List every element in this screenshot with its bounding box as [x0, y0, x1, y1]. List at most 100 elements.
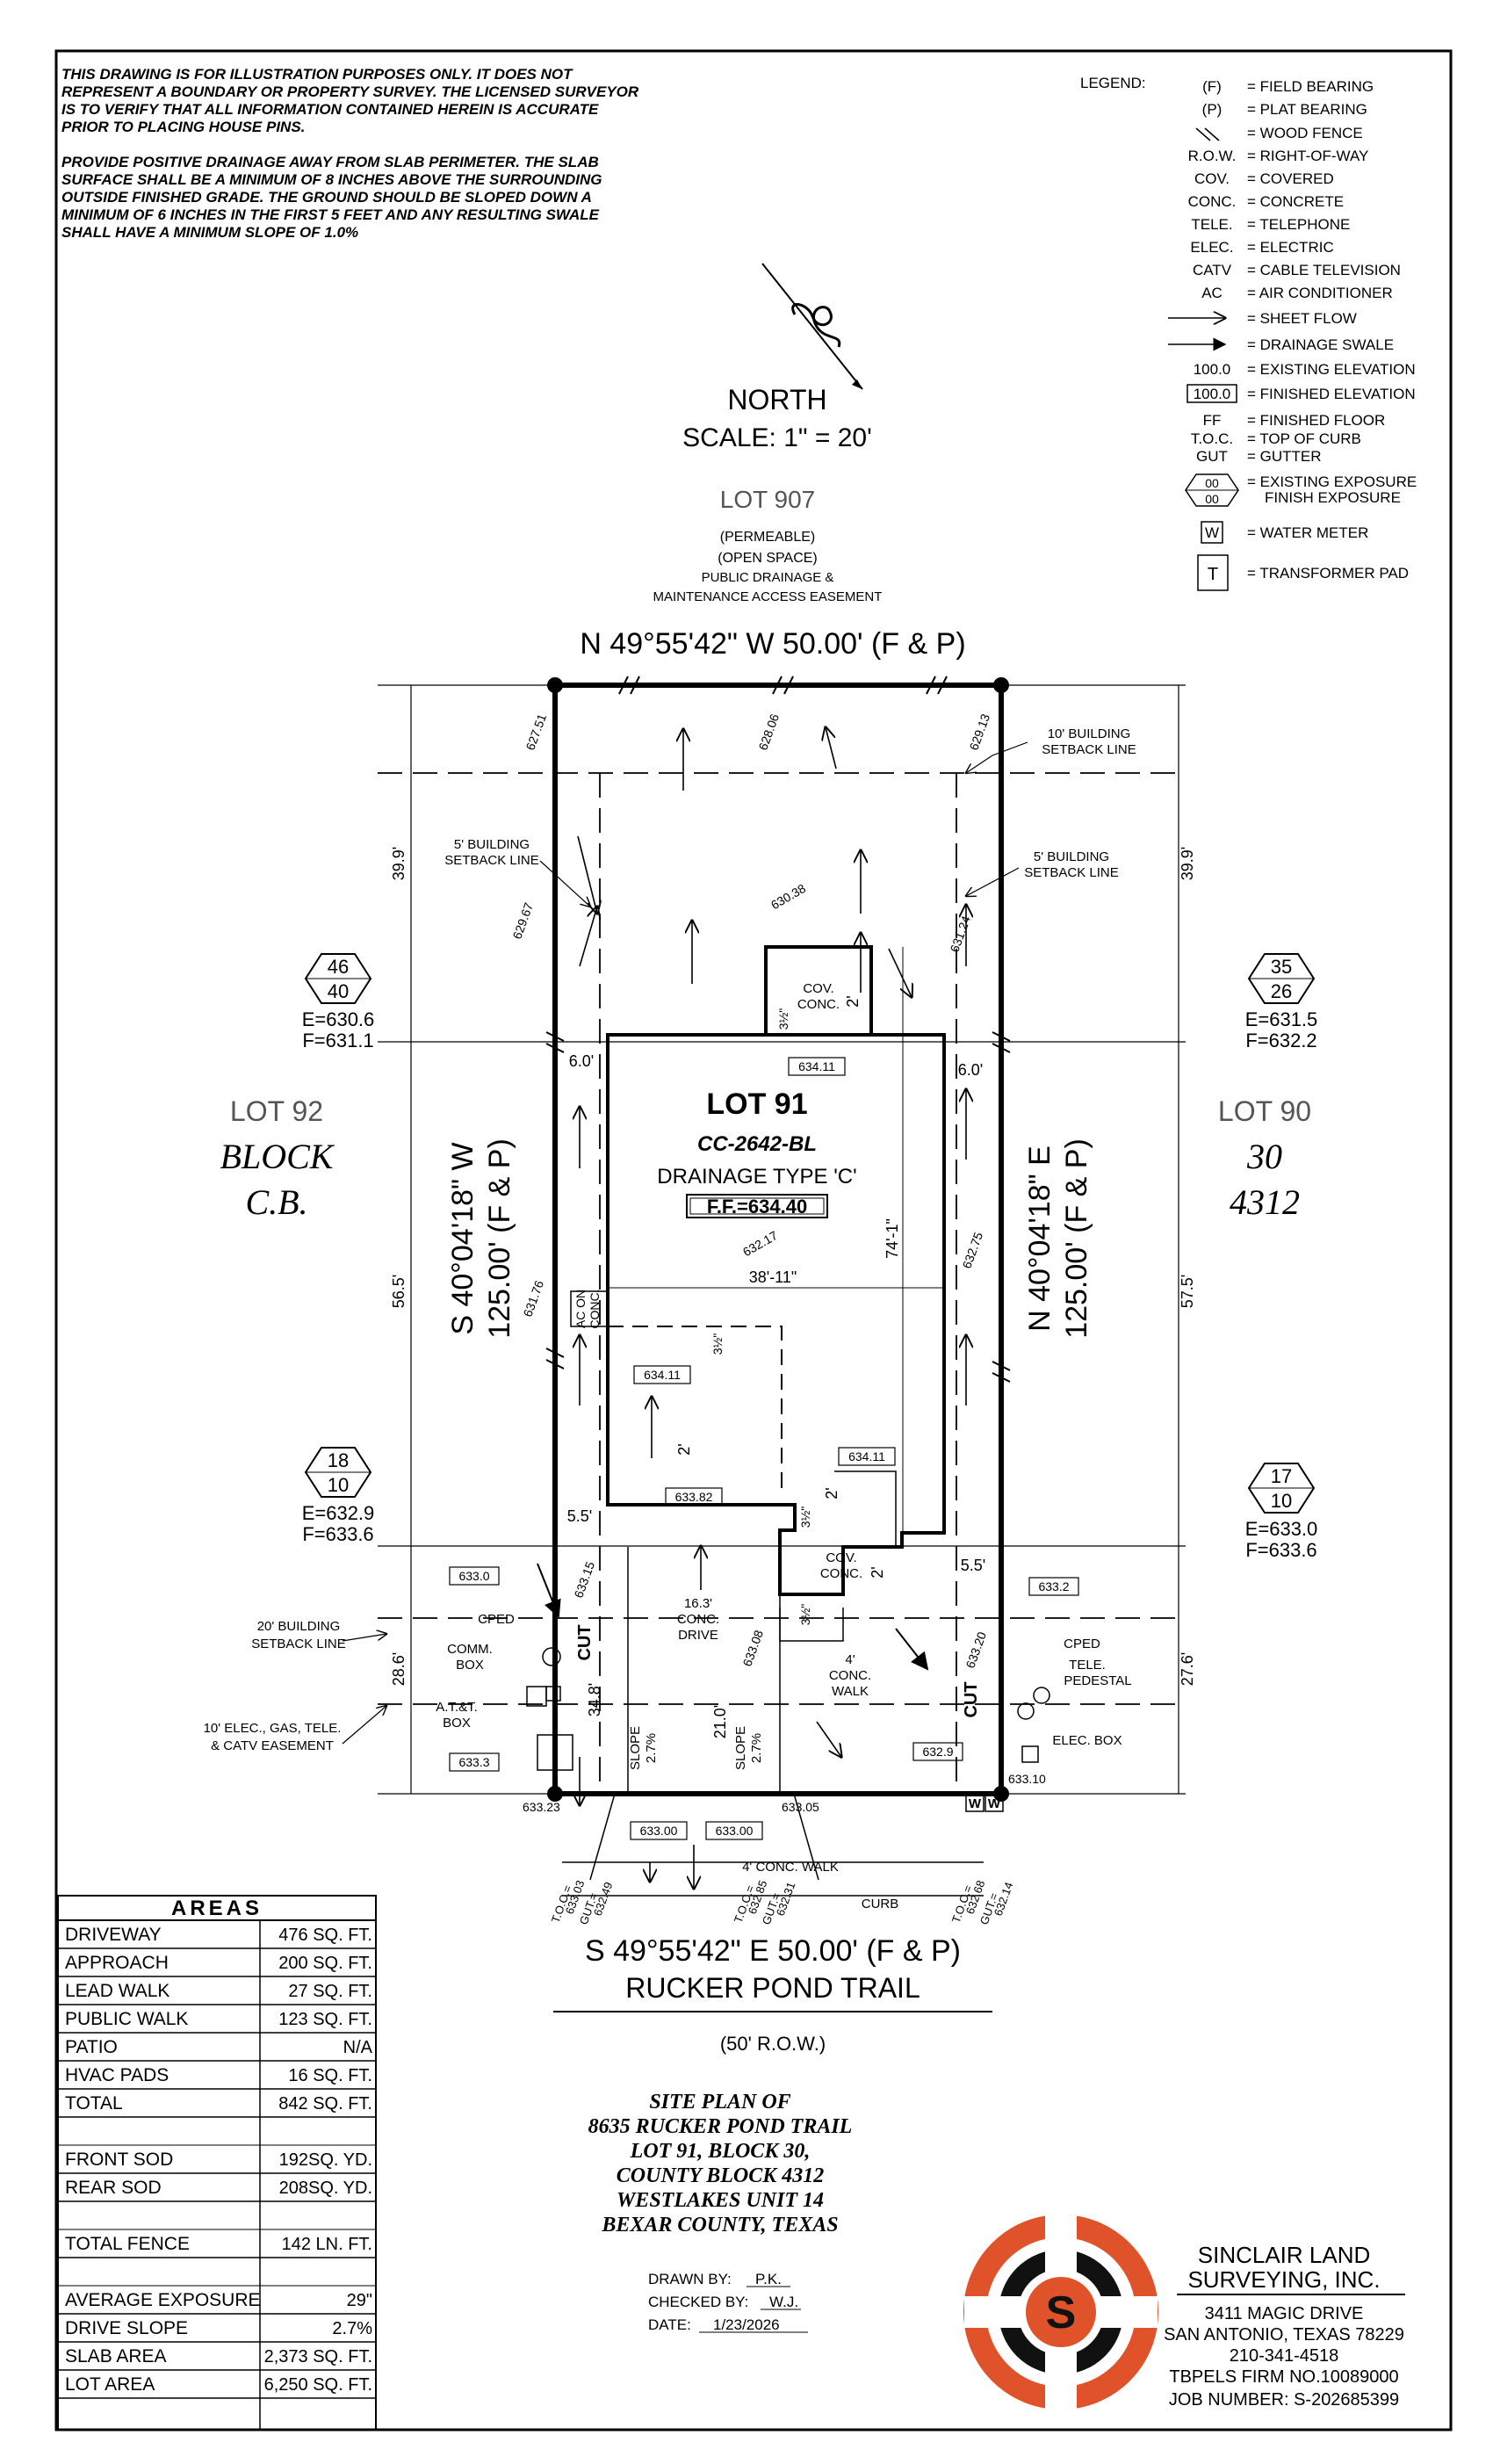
setback-label: 5' BUILDING	[1034, 849, 1109, 864]
table-row-value: 27 SQ. FT.	[288, 1982, 372, 2001]
slope-label: 2.7%	[644, 1733, 659, 1763]
exposure-finish: 40	[328, 980, 349, 1002]
site-plan-line: SITE PLAN OF	[649, 2091, 790, 2114]
spot-elevation: 630.38	[768, 881, 808, 912]
dim-label: 34.8'	[586, 1683, 603, 1716]
sheet-flow-arrows	[578, 727, 966, 1889]
walk-label: 4'	[845, 1652, 855, 1667]
spot-elevation: 629.13	[966, 712, 992, 752]
table-row-label: SLAB AREA	[65, 2346, 167, 2366]
company-info: SINCLAIR LAND SURVEYING, INC. 3411 MAGIC…	[1164, 2242, 1405, 2410]
legend-desc: = CONCRETE	[1247, 193, 1344, 210]
comm-box-label: BOX	[456, 1658, 484, 1673]
site-plan-line: BEXAR COUNTY, TEXAS	[601, 2214, 838, 2236]
table-row-label: TOTAL	[65, 2093, 123, 2114]
table-row-value: 16 SQ. FT.	[288, 2066, 372, 2085]
table-row-value: 142 LN. FT.	[282, 2235, 372, 2254]
exposure-finish: 10	[1271, 1490, 1292, 1512]
exposure-existing: 35	[1271, 956, 1292, 978]
legend-symbol: 00	[1205, 492, 1219, 506]
legend-desc: = GUTTER	[1247, 448, 1322, 465]
legend-desc: = TELEPHONE	[1247, 216, 1350, 233]
legend-symbol: COV.	[1194, 170, 1230, 187]
water-meter-icon: W	[969, 1796, 982, 1811]
drainage-swale-arrows	[537, 1563, 929, 1671]
block-number: 30	[1246, 1137, 1282, 1176]
tele-pedestal-label: PEDESTAL	[1064, 1673, 1131, 1688]
setback-label: SETBACK LINE	[251, 1637, 346, 1651]
finished-elevation: 633.00	[640, 1824, 678, 1838]
dim-label: 21.0'	[711, 1705, 729, 1738]
east-boundary-distance: 125.00' (F & P)	[1060, 1138, 1093, 1339]
house-width: 38'-11"	[749, 1268, 797, 1286]
covered-label: CONC.	[797, 997, 840, 1012]
north-boundary-bearing: N 49°55'42" W 50.00' (F & P)	[580, 627, 965, 661]
company-address: SAN ANTONIO, TEXAS 78229	[1164, 2325, 1404, 2345]
spot-elevation: 628.06	[755, 712, 782, 752]
exposure-hexagon: 18 10 E=632.9 F=633.6	[302, 1447, 375, 1545]
south-boundary-bearing: S 49°55'42" E 50.00' (F & P)	[585, 1934, 961, 1968]
table-row-value: 192SQ. YD.	[279, 2150, 372, 2170]
spot-elevation: 631.24	[947, 914, 973, 954]
lot-907-label: LOT 907	[720, 486, 815, 513]
legend-symbol: R.O.W.	[1188, 148, 1237, 164]
legend-desc: = WOOD FENCE	[1247, 125, 1363, 141]
spot-elevation: 627.51	[523, 712, 549, 752]
company-address: 3411 MAGIC DRIVE	[1205, 2304, 1364, 2323]
lot-92-label: LOT 92	[230, 1095, 323, 1127]
legend-desc: = FINISHED FLOOR	[1247, 412, 1385, 429]
spot-elevation: 633.08	[739, 1628, 766, 1668]
setback-label: SETBACK LINE	[444, 853, 539, 868]
lot-90-label: LOT 90	[1218, 1095, 1311, 1127]
water-meter-symbol	[1201, 521, 1223, 544]
covered-label: COV.	[826, 1550, 856, 1565]
slope-label: SLOPE	[628, 1726, 643, 1770]
curb-label: CURB	[862, 1897, 899, 1911]
drainage-type: DRAINAGE TYPE 'C'	[657, 1165, 856, 1189]
public-walk-label: 4' CONC. WALK	[742, 1860, 839, 1875]
exposure-existing: 46	[328, 956, 349, 978]
legend-desc: = FINISHED ELEVATION	[1247, 386, 1416, 402]
table-row-value: 2.7%	[332, 2319, 372, 2338]
finished-elevation: 633.3	[458, 1755, 489, 1769]
left-dimensions: 39.9' 56.5' 28.6' 39.9' 57.5' 27.6'	[390, 847, 1196, 1686]
note-line: PROVIDE POSITIVE DRAINAGE AWAY FROM SLAB…	[61, 154, 599, 170]
setback-label: 10' BUILDING	[1048, 726, 1131, 741]
dim-label: 2'	[675, 1443, 693, 1455]
legend-desc: = EXISTING EXPOSURE	[1247, 473, 1417, 490]
table-row-label: TOTAL FENCE	[65, 2234, 190, 2254]
table-row-label: DRIVEWAY	[65, 1925, 162, 1945]
exposure-e: E=630.6	[302, 1008, 375, 1030]
logo-letter: S	[1046, 2287, 1077, 2338]
legend-desc: = RIGHT-OF-WAY	[1247, 148, 1368, 164]
legend-desc: = PLAT BEARING	[1247, 101, 1367, 118]
exposure-e: E=633.0	[1245, 1518, 1318, 1540]
lot-number: LOT 91	[706, 1087, 807, 1121]
date-label: DATE:	[648, 2316, 691, 2333]
legend-desc: = TRANSFORMER PAD	[1247, 565, 1409, 582]
north-arrow-icon	[761, 263, 863, 390]
spot-elevation: 632.17	[740, 1228, 780, 1259]
firm-number: TBPELS FIRM NO.10089000	[1169, 2367, 1398, 2387]
legend-desc: = CABLE TELEVISION	[1247, 262, 1401, 278]
walk-label: CONC.	[829, 1668, 871, 1683]
dim-label: 39.9'	[390, 847, 408, 880]
legend-desc: = EXISTING ELEVATION	[1247, 361, 1416, 378]
sheet-border	[54, 49, 1453, 2431]
east-boundary-bearing: N 40°04'18" E	[1023, 1145, 1057, 1332]
company-logo-icon: S	[963, 2214, 1158, 2410]
cut-label: CUT	[962, 1681, 981, 1717]
utility-labels: CPED COMM. BOX A.T.&T. BOX CPED TELE. PE…	[436, 1612, 1131, 1748]
west-boundary-distance: 125.00' (F & P)	[483, 1138, 516, 1339]
site-plan-title: SITE PLAN OF 8635 RUCKER POND TRAIL LOT …	[588, 2091, 853, 2236]
note-line: SHALL HAVE A MINIMUM SLOPE OF 1.0%	[61, 224, 358, 241]
water-meter-icon: W	[988, 1796, 1001, 1811]
exposure-e: E=632.9	[302, 1502, 375, 1524]
utility-symbols	[526, 1647, 1050, 1771]
spot-elevation: 632.75	[959, 1230, 985, 1270]
spot-elevation: 633.10	[1008, 1772, 1046, 1786]
county-block-label: C.B.	[245, 1182, 307, 1222]
spot-elevation: 629.67	[509, 900, 536, 941]
legend-symbol: AC	[1201, 285, 1223, 301]
finished-elevation: 633.0	[458, 1569, 489, 1583]
